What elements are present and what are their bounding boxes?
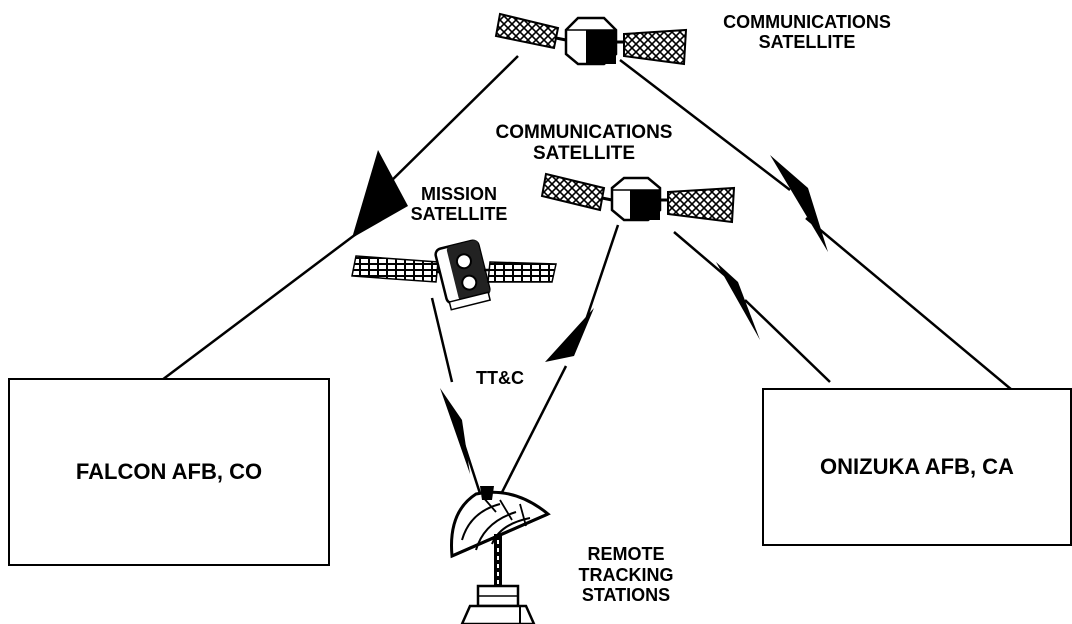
link-comsat-top-to-falcon	[161, 55, 519, 381]
remote-tracking-label-line3: STATIONS	[581, 585, 671, 606]
comsat-mid-label: COMMUNICATIONS SATELLITE	[476, 122, 692, 165]
ttc-label: TT&C	[476, 368, 524, 388]
remote-tracking-label: REMOTE TRACKING STATIONS	[568, 544, 684, 606]
comsat-mid-label-line1: COMMUNICATIONS	[495, 122, 673, 143]
mission-satellite-label: MISSION SATELLITE	[388, 184, 530, 224]
mission-satellite-label-line2: SATELLITE	[410, 204, 508, 225]
comsat-top-label-line1: COMMUNICATIONS	[723, 12, 891, 32]
link-comsat-top-to-onizuka	[619, 59, 1013, 391]
comsat-mid-label-line2: SATELLITE	[532, 143, 636, 165]
comsat-top-label: COMMUNICATIONS SATELLITE	[704, 12, 910, 52]
mission-satellite-icon	[351, 239, 557, 311]
tracking-dish-icon	[450, 486, 551, 624]
mission-satellite-label-line1: MISSION	[420, 184, 497, 204]
comsat-mid-icon	[540, 172, 736, 224]
remote-tracking-label-line2: TRACKING	[578, 564, 674, 585]
falcon-afb-box: FALCON AFB, CO	[8, 378, 330, 566]
link-comsat-mid-to-onizuka	[673, 231, 831, 383]
falcon-afb-label: FALCON AFB, CO	[75, 459, 263, 484]
remote-tracking-label-line1: REMOTE	[587, 544, 665, 564]
comsat-top-icon	[494, 12, 688, 66]
comsat-top-label-line2: SATELLITE	[758, 32, 856, 53]
onizuka-afb-label: ONIZUKA AFB, CA	[820, 454, 1014, 479]
link-mission-sat-to-station	[430, 297, 488, 513]
onizuka-afb-box: ONIZUKA AFB, CA	[762, 388, 1072, 546]
link-comsat-mid-to-station	[490, 224, 620, 513]
